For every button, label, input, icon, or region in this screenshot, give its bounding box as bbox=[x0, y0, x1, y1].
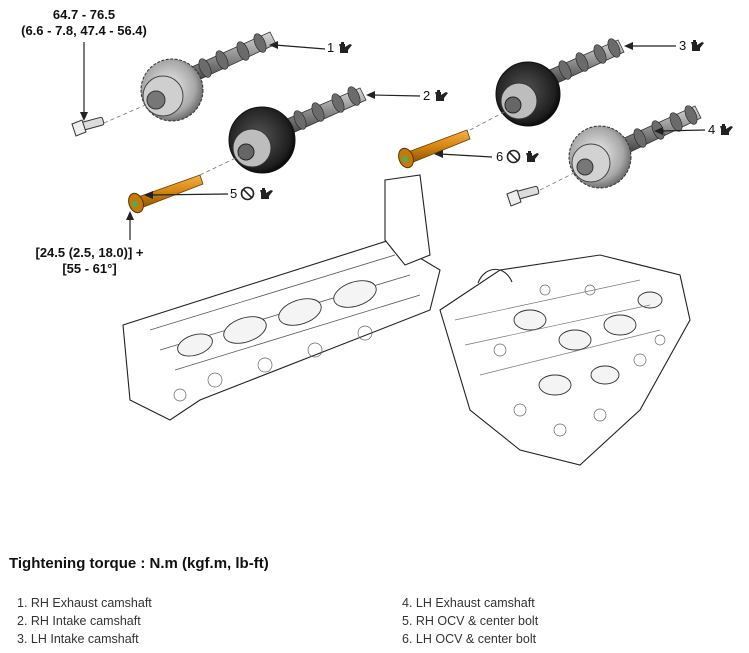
alignment-lines bbox=[103, 102, 581, 191]
callout-6: 6 bbox=[496, 149, 540, 164]
leader-lines bbox=[80, 41, 706, 240]
do-not-reuse-icon bbox=[506, 149, 521, 164]
callout-2-number: 2 bbox=[423, 88, 431, 103]
legend-item: 3. LH Intake camshaft bbox=[17, 632, 139, 646]
callout-2: 2 bbox=[423, 88, 449, 103]
legend-item: 2. RH Intake camshaft bbox=[17, 614, 141, 628]
sprocket-bolt-torque-value: 64.7 - 76.5 bbox=[52, 7, 116, 22]
exploded-camshaft-diagram bbox=[71, 31, 706, 466]
do-not-reuse-icon bbox=[240, 186, 255, 201]
sprocket-bolt-lh bbox=[506, 185, 540, 207]
rh-exhaust-camshaft bbox=[140, 31, 277, 122]
oil-can-icon bbox=[339, 41, 353, 53]
oil-can-icon bbox=[260, 187, 274, 199]
callout-1: 1 bbox=[327, 40, 353, 55]
lh-cylinder-head bbox=[439, 254, 691, 466]
rh-intake-camshaft bbox=[228, 86, 367, 174]
callout-3-number: 3 bbox=[679, 38, 687, 53]
callout-5: 5 bbox=[230, 186, 274, 201]
oil-can-icon bbox=[720, 123, 734, 135]
sprocket-bolt-torque: 64.7 - 76.5 (6.6 - 7.8, 47.4 - 56.4) bbox=[14, 7, 154, 39]
rh-cylinder-head bbox=[122, 174, 441, 421]
callout-1-number: 1 bbox=[327, 40, 335, 55]
rh-ocv-center-bolt bbox=[128, 174, 204, 214]
legend-item: 4. LH Exhaust camshaft bbox=[402, 596, 535, 610]
lh-ocv-center-bolt bbox=[398, 129, 471, 169]
legend-left: 1. RH Exhaust camshaft 2. RH Intake cams… bbox=[17, 594, 152, 648]
ocv-bolt-torque-value: [24.5 (2.5, 18.0)] + bbox=[35, 245, 144, 260]
oil-can-icon bbox=[691, 39, 705, 51]
lh-intake-camshaft bbox=[495, 38, 625, 127]
callout-4-number: 4 bbox=[708, 122, 716, 137]
legend-item: 6. LH OCV & center bolt bbox=[402, 632, 537, 646]
sprocket-bolt-torque-units: (6.6 - 7.8, 47.4 - 56.4) bbox=[21, 23, 147, 38]
callout-5-number: 5 bbox=[230, 186, 238, 201]
oil-can-icon bbox=[435, 89, 449, 101]
callout-4: 4 bbox=[708, 122, 734, 137]
legend-item: 5. RH OCV & center bolt bbox=[402, 614, 539, 628]
tightening-torque-heading: Tightening torque : N.m (kgf.m, lb-ft) bbox=[9, 555, 269, 572]
sprocket-bolt-rh bbox=[71, 116, 105, 137]
legend-item: 1. RH Exhaust camshaft bbox=[17, 596, 152, 610]
ocv-bolt-torque: [24.5 (2.5, 18.0)] + [55 - 61°] bbox=[22, 245, 157, 277]
ocv-bolt-torque-angle: [55 - 61°] bbox=[62, 261, 117, 276]
callout-3: 3 bbox=[679, 38, 705, 53]
oil-can-icon bbox=[526, 150, 540, 162]
legend-right: 4. LH Exhaust camshaft 5. RH OCV & cente… bbox=[402, 594, 538, 648]
callout-6-number: 6 bbox=[496, 149, 504, 164]
lh-exhaust-camshaft bbox=[568, 105, 702, 189]
